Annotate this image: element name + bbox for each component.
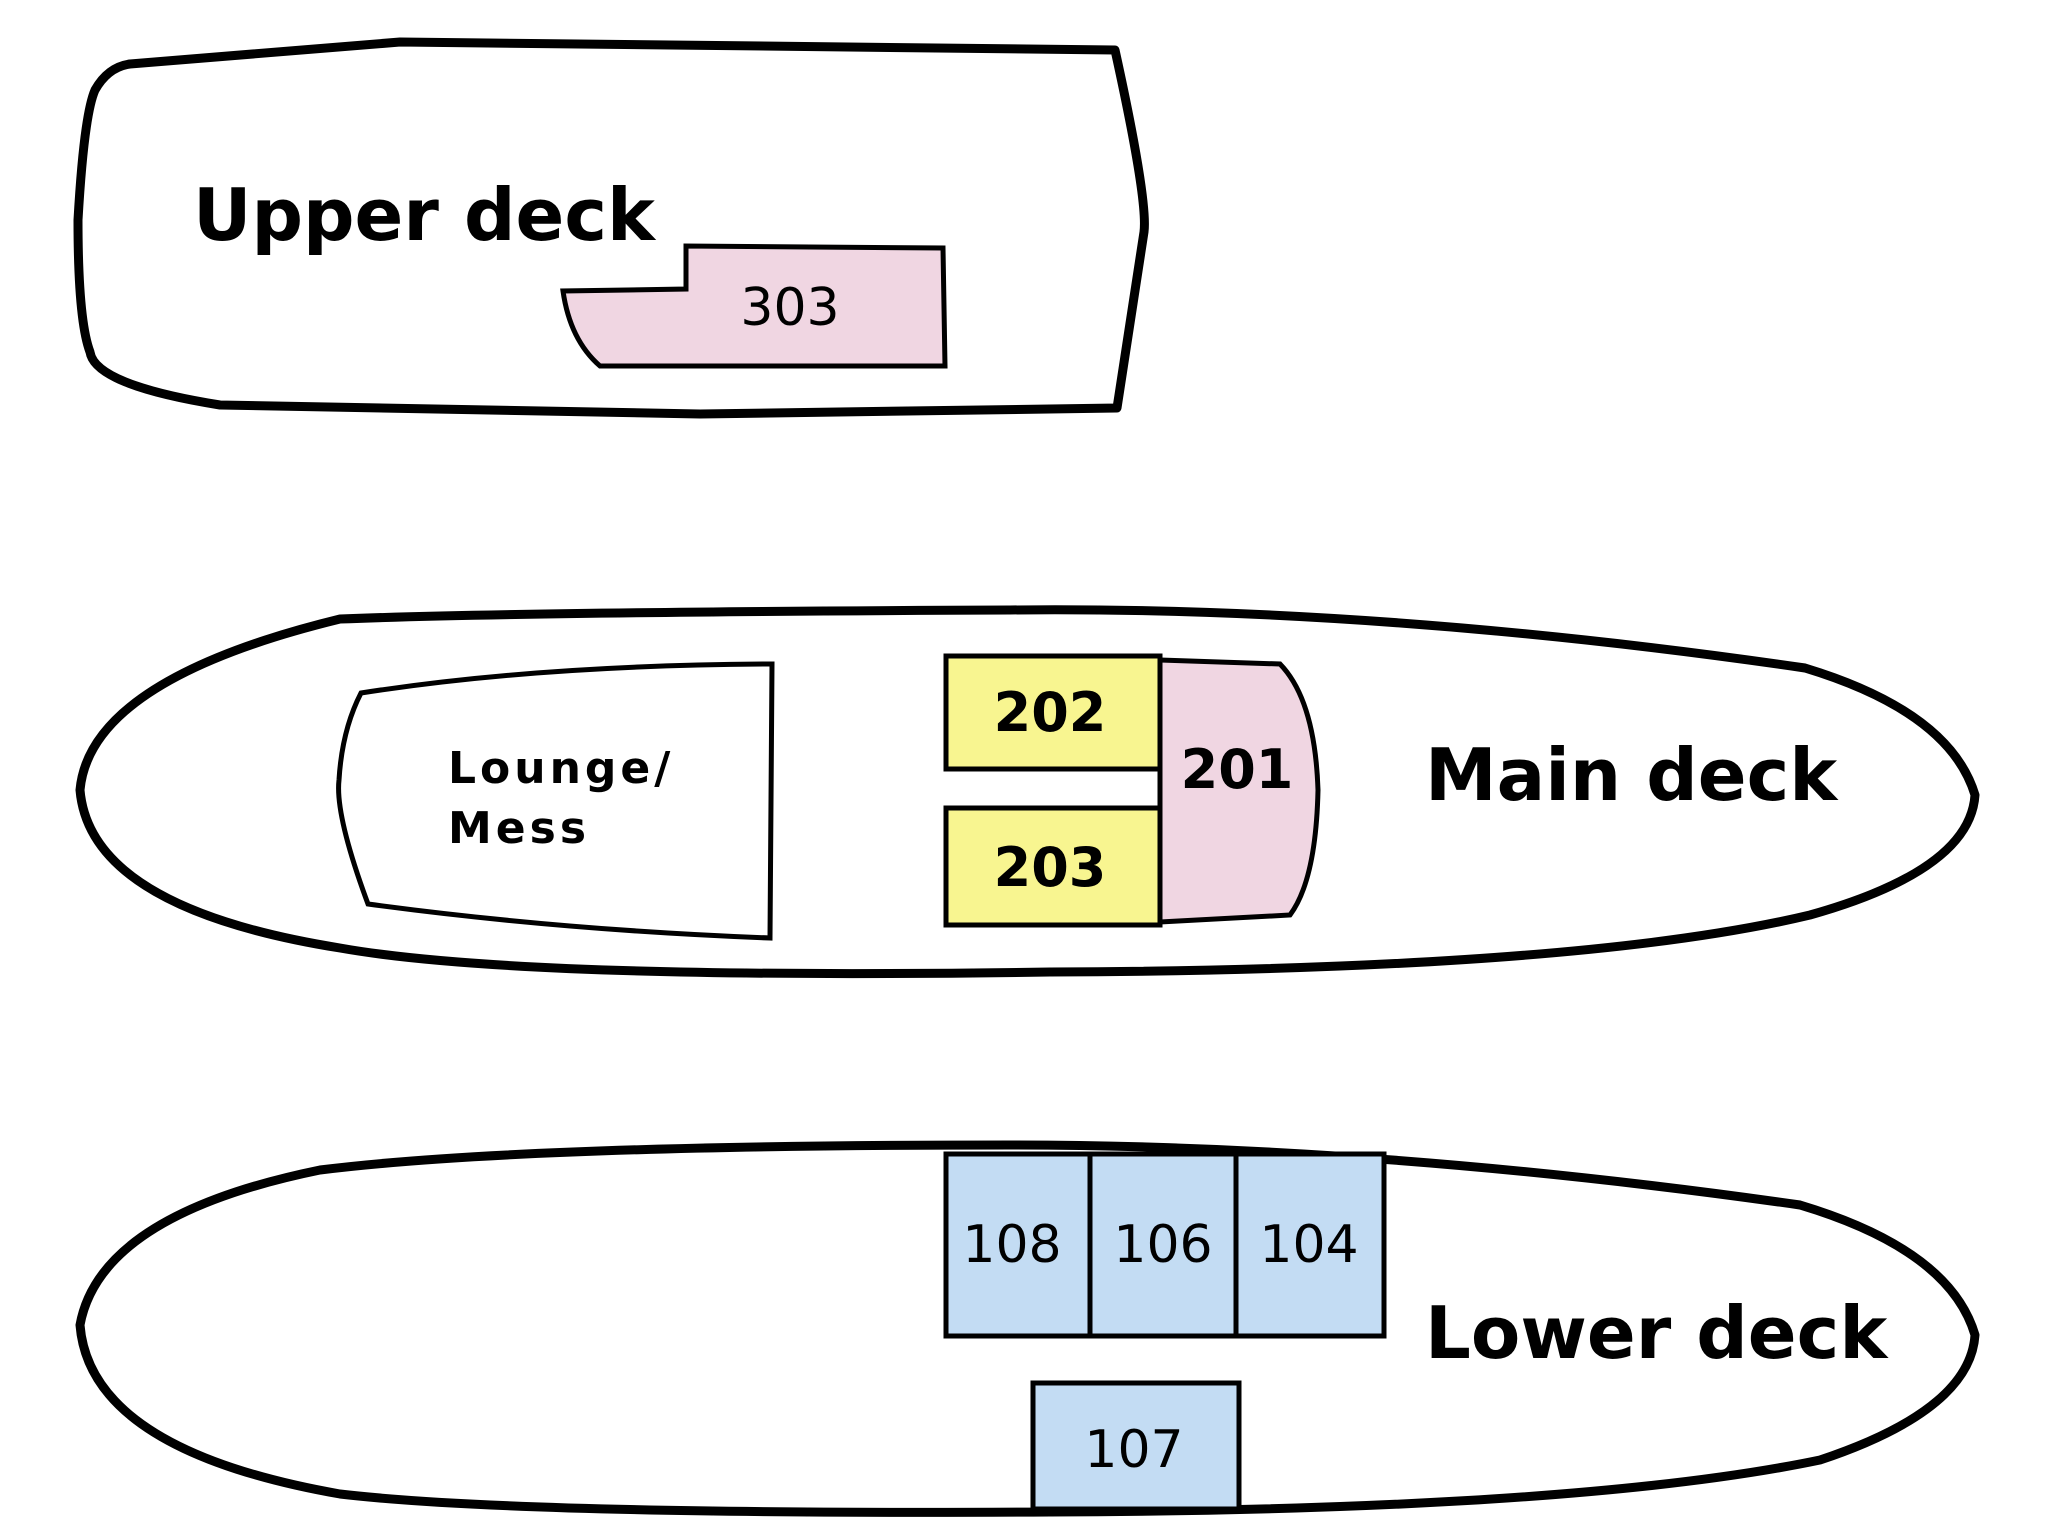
- room-107[interactable]: 107: [1030, 1380, 1242, 1512]
- room-303-shape[interactable]: [560, 243, 948, 369]
- lounge-mess[interactable]: Lounge/ Mess: [336, 661, 775, 941]
- room-108-shape[interactable]: [943, 1151, 1093, 1339]
- room-104-label: 104: [1259, 1215, 1358, 1275]
- room-303-label: 303: [740, 278, 839, 338]
- lounge-label-line1: Lounge/: [448, 743, 674, 794]
- room-201-label: 201: [1181, 738, 1294, 801]
- upper-deck: Upper deck 303: [73, 37, 1149, 419]
- room-107-shape[interactable]: [1030, 1380, 1242, 1512]
- lounge-label-line2: Mess: [448, 803, 590, 854]
- room-203[interactable]: 203: [943, 805, 1163, 928]
- room-108-label: 108: [962, 1215, 1061, 1275]
- main-deck-title: Main deck: [1425, 733, 1839, 817]
- room-203-label: 203: [994, 836, 1107, 899]
- lounge-mess-shape[interactable]: [336, 661, 775, 941]
- room-303[interactable]: 303: [560, 243, 948, 369]
- room-104[interactable]: 104: [1233, 1151, 1387, 1339]
- room-201-shape[interactable]: [1157, 657, 1321, 925]
- room-108[interactable]: 108: [943, 1151, 1093, 1339]
- room-202[interactable]: 202: [943, 653, 1163, 772]
- main-deck: Main deck Lounge/ Mess 202 203 201: [75, 605, 1980, 979]
- room-106[interactable]: 106: [1087, 1151, 1239, 1339]
- room-107-label: 107: [1084, 1420, 1183, 1480]
- room-203-shape[interactable]: [943, 805, 1163, 928]
- room-106-label: 106: [1113, 1215, 1212, 1275]
- room-202-shape[interactable]: [943, 653, 1163, 772]
- room-104-shape[interactable]: [1233, 1151, 1387, 1339]
- room-202-label: 202: [994, 681, 1107, 744]
- lower-deck-title: Lower deck: [1425, 1291, 1889, 1375]
- lower-deck: Lower deck 108 106 104 107: [75, 1140, 1980, 1517]
- room-201[interactable]: 201: [1157, 657, 1321, 925]
- upper-deck-title: Upper deck: [193, 173, 657, 257]
